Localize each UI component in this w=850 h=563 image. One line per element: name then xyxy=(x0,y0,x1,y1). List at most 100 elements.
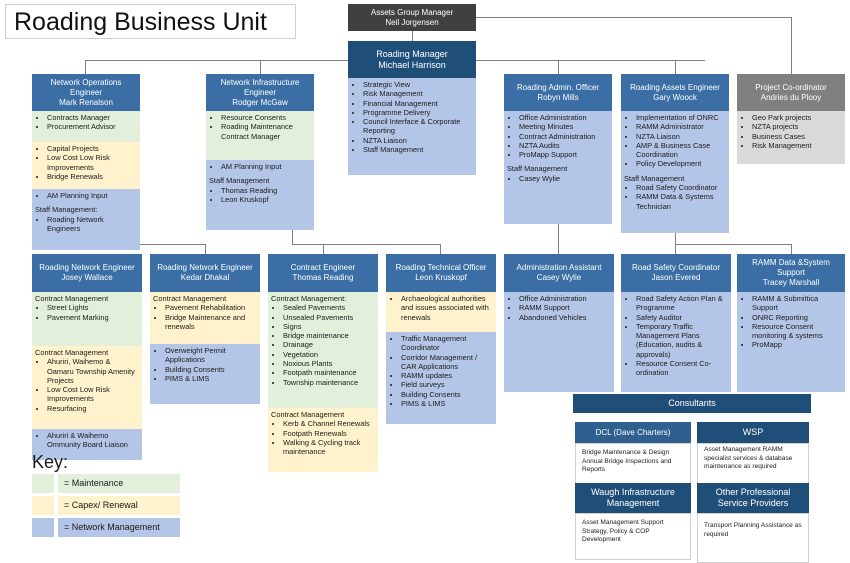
swatch xyxy=(32,474,54,493)
person-name: Michael Harrison xyxy=(378,59,446,70)
list-item: Resource Consent Co-ordination xyxy=(636,359,728,378)
project-coordinator-card: Project Co-ordinator Andries du Plooy Ge… xyxy=(737,74,845,164)
key-maintenance: = Maintenance xyxy=(32,474,180,493)
consultant-description: Asset Management Support Strategy, Polic… xyxy=(575,513,691,560)
person-name: Josey Wallace xyxy=(61,273,113,282)
list-item: Road Safety Action Plan & Programme xyxy=(636,294,728,313)
roading-network-engineer-card: Roading Network Engineer Kedar Dhakal Co… xyxy=(150,254,260,404)
list-item: Footpath Renewals xyxy=(283,429,375,438)
connector xyxy=(205,244,206,254)
roading-technical-officer-card: Roading Technical Officer Leon Kruskopf … xyxy=(386,254,496,424)
list-item: Safety Auditor xyxy=(636,313,728,322)
list-item: Casey Wylie xyxy=(519,174,609,183)
key-network: = Network Management xyxy=(32,518,180,537)
role: RAMM Data &System Support xyxy=(752,258,830,277)
maintenance-section: Contracts ManagerProcurement Advisor xyxy=(32,111,140,142)
roading-admin-officer-card: Roading Admin. Officer Robyn Mills Offic… xyxy=(504,74,612,224)
connector xyxy=(412,30,413,42)
list-item: Office Administration xyxy=(519,113,609,122)
list-item: Financial Management xyxy=(363,99,473,108)
list-item: Meeting Minutes xyxy=(519,122,609,131)
network-section: Office AdministrationRAMM SupportAbandon… xyxy=(504,292,614,392)
list-item: Overweight Permit Applications xyxy=(165,346,257,365)
key-capex: = Capex/ Renewal xyxy=(32,496,180,515)
connector xyxy=(323,244,324,254)
capex-section: Contract Management Kerb & Channel Renew… xyxy=(268,408,378,472)
list-item: Contract Administration xyxy=(519,132,609,141)
list-item: Bridge Renewals xyxy=(47,172,137,181)
list-item: PIMS & LIMS xyxy=(165,374,257,383)
list-item: Bridge maintenance xyxy=(283,331,375,340)
role: Roading Admin. Officer xyxy=(516,82,600,92)
capex-section: Contract Management Pavement Rehabilitat… xyxy=(150,292,260,344)
list-item: Council Interface & Corporate Reporting xyxy=(363,117,473,136)
key-label: = Network Management xyxy=(58,518,180,537)
administration-assistant-card: Administration Assistant Casey Wylie Off… xyxy=(504,254,614,392)
consultant-other: Other Professional Service Providers Tra… xyxy=(697,483,809,563)
card-header: Roading Technical Officer Leon Kruskopf xyxy=(386,254,496,292)
consultant-name: DCL (Dave Charters) xyxy=(575,422,691,443)
card-header: Contract Engineer Thomas Reading xyxy=(268,254,378,292)
card-header: Roading Network Engineer Josey Wallace xyxy=(32,254,142,292)
list-item: RAMM updates xyxy=(401,371,493,380)
consultant-description: Asset Management RAMM specialist service… xyxy=(697,443,809,488)
list-item: Staff Management xyxy=(363,145,473,154)
section-label: Contract Management xyxy=(35,294,109,303)
connector xyxy=(440,244,441,254)
connector xyxy=(675,225,676,244)
section-label: Contract Management xyxy=(153,294,227,303)
list-item: Geo Park projects xyxy=(752,113,842,122)
connector xyxy=(675,60,676,74)
list-item: Roading Network Engineers xyxy=(47,215,137,234)
key-label: = Capex/ Renewal xyxy=(58,496,180,515)
list-item: Resource Consent monitoring & systems xyxy=(752,322,842,341)
list-item: Resource Consents xyxy=(221,113,311,122)
list-item: Walking & Cycling track maintenance xyxy=(283,438,375,457)
list-item: Thomas Reading xyxy=(221,186,311,195)
list-item: RAMM & Submittica Support xyxy=(752,294,842,313)
role: Network Infrastructure Engineer xyxy=(220,77,300,97)
card-header: Network Operations Engineer Mark Renalso… xyxy=(32,74,140,111)
consultant-description: Transport Planning Assistance as require… xyxy=(697,513,809,563)
consultant-name: WSP xyxy=(697,422,809,443)
staff-label: Staff Management: xyxy=(35,205,98,215)
card-header: Roading Manager Michael Harrison xyxy=(348,41,476,78)
card-header: Roading Network Engineer Kedar Dhakal xyxy=(150,254,260,292)
connector xyxy=(675,244,676,254)
list-item: Bridge Maintenance and renewals xyxy=(165,313,257,332)
connector xyxy=(475,17,792,18)
list-item: Policy Development xyxy=(636,159,726,168)
list-item: Implementation of ONRC xyxy=(636,113,726,122)
road-safety-coordinator-card: Road Safety Coordinator Jason Evered Roa… xyxy=(621,254,731,392)
list-item: Pavement Rehabilitation xyxy=(165,303,257,312)
consultants-heading: Consultants xyxy=(573,394,811,413)
list-item: Ahuriri, Waihemo & Oamaru Township Ameni… xyxy=(47,357,139,385)
list-item: AM Planning Input xyxy=(221,162,311,171)
capex-section: Contract Management Ahuriri, Waihemo & O… xyxy=(32,346,142,429)
person-name: Neil Jorgensen xyxy=(385,17,439,27)
person-name: Leon Kruskopf xyxy=(415,273,467,282)
list-item: Kerb & Channel Renewals xyxy=(283,419,375,428)
assets-group-manager-box: Assets Group Manager Neil Jorgensen xyxy=(348,4,476,31)
list-item: Building Consents xyxy=(401,390,493,399)
list-item: Procurement Advisor xyxy=(47,122,137,131)
list-item: Ahuriri & Waihemo Ommunity Board Liaison xyxy=(47,431,139,450)
list-item: Unsealed Pavements xyxy=(283,313,375,322)
key-label: = Maintenance xyxy=(58,474,180,493)
list-item: Pavement Marking xyxy=(47,313,139,322)
connector xyxy=(292,218,293,244)
maintenance-section: Contract Management Street LightsPavemen… xyxy=(32,292,142,346)
list-item: Low Cost Low Risk Improvements xyxy=(47,153,137,172)
staff-label: Staff Management xyxy=(624,173,685,183)
network-section: Overweight Permit ApplicationsBuilding C… xyxy=(150,344,260,404)
roading-manager-card: Roading Manager Michael Harrison Strateg… xyxy=(348,41,476,175)
list-item: NZTA Audits xyxy=(519,141,609,150)
key-title: Key: xyxy=(32,452,69,472)
card-header: Roading Admin. Officer Robyn Mills xyxy=(504,74,612,111)
connector xyxy=(85,244,205,245)
staff-label: Staff Management xyxy=(209,176,270,186)
network-section: Office AdministrationMeeting MinutesCont… xyxy=(504,111,612,224)
connector xyxy=(558,60,559,74)
list-item: Corridor Management / CAR Applications xyxy=(401,353,493,372)
ramm-data-system-support-card: RAMM Data &System Support Tracey Marshal… xyxy=(737,254,845,392)
